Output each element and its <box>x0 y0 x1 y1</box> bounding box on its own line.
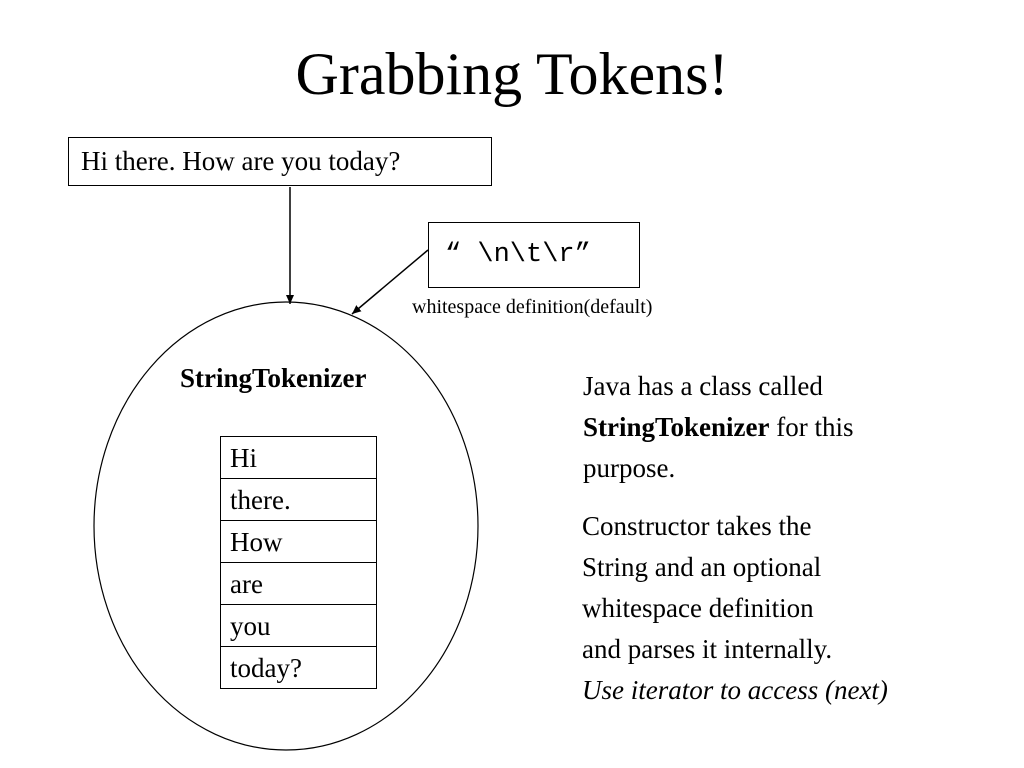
token-cell: today? <box>221 647 376 689</box>
description-class-name: StringTokenizer <box>583 412 770 442</box>
whitespace-to-tokenizer-arrow <box>351 249 429 315</box>
token-cell: are <box>221 563 376 605</box>
input-string-box: Hi there. How are you today? <box>68 137 492 186</box>
token-cell: you <box>221 605 376 647</box>
constructor-line-3: whitespace definition <box>582 593 814 623</box>
slide-title: Grabbing Tokens! <box>295 41 729 107</box>
description-line-1: Java has a class called <box>583 371 823 401</box>
description-line-3: purpose. <box>583 453 676 483</box>
class-description: Java has a class called StringTokenizer … <box>583 366 854 489</box>
token-cell: Hi <box>221 437 376 479</box>
whitespace-definition-box: “ \n\t\r” <box>428 222 640 288</box>
whitespace-caption: whitespace definition(default) <box>412 296 653 318</box>
description-line-2-rest: for this <box>769 412 854 442</box>
constructor-description: Constructor takes the String and an opti… <box>582 506 888 711</box>
token-cell: there. <box>221 479 376 521</box>
token-cell: How <box>221 521 376 563</box>
constructor-line-2: String and an optional <box>582 552 822 582</box>
token-list: Hi there. How are you today? <box>220 436 377 689</box>
iterator-note: Use iterator to access (next) <box>582 675 888 705</box>
constructor-line-1: Constructor takes the <box>582 511 812 541</box>
tokenizer-label: StringTokenizer <box>180 363 367 393</box>
description-line-2: StringTokenizer for this <box>583 407 854 448</box>
constructor-line-4: and parses it internally. <box>582 634 833 664</box>
